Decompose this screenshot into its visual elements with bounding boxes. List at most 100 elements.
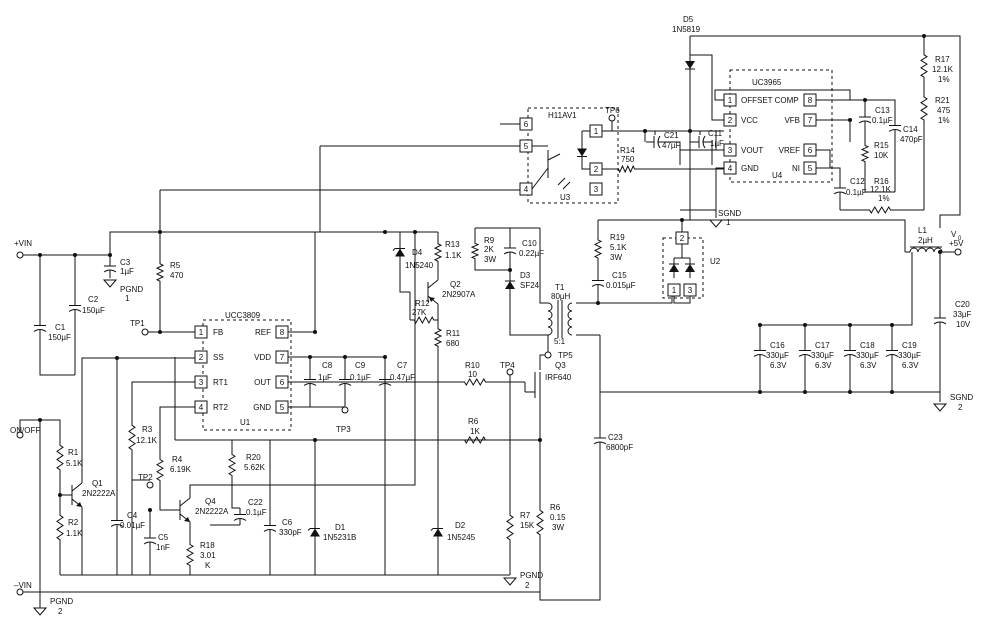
u1-pin-8 <box>275 325 289 339</box>
c2-value: 150µF <box>82 306 105 315</box>
c21-value: 47µF <box>662 141 681 150</box>
wire <box>539 450 601 601</box>
vout-terminal[interactable] <box>954 248 962 256</box>
u4-pin-2 <box>723 113 737 127</box>
junction-dot <box>158 330 162 334</box>
d5-ref: D5 <box>683 15 694 24</box>
junction-dot <box>538 438 542 442</box>
sgnd1-label: SGND <box>718 209 741 218</box>
tp6-testpoint[interactable] <box>608 114 616 122</box>
r14-value: 750 <box>621 155 635 164</box>
diode-triangle <box>669 264 679 272</box>
tp3-testpoint[interactable] <box>341 406 349 414</box>
junction-dot <box>848 118 852 122</box>
junction-dot <box>108 253 112 257</box>
resistor-r7 <box>506 510 514 545</box>
resistor-body <box>410 315 438 325</box>
u4-pin-3-number: 3 <box>728 146 733 155</box>
c3-ground <box>102 279 118 288</box>
r20-value: 5.62K <box>244 463 266 472</box>
r15-ref: R15 <box>874 141 889 150</box>
resistor-r13 <box>433 240 443 265</box>
u3-pin-3-number: 3 <box>594 185 599 194</box>
tp1-testpoint[interactable] <box>141 328 149 336</box>
resistor-body <box>593 236 603 262</box>
c10-value: 0.22µF <box>519 249 544 258</box>
junction-dot <box>313 438 317 442</box>
on-off-label: ON/OFF <box>10 426 40 435</box>
r6b-value2: 3W <box>552 523 564 532</box>
c17-ref: C17 <box>815 341 830 350</box>
u4-pin-6 <box>803 143 817 157</box>
capacitor-c12 <box>833 180 847 200</box>
capacitor-c6 <box>263 515 277 540</box>
c10-ref: C10 <box>522 239 537 248</box>
u2-diode-b <box>685 258 695 278</box>
pgnd2-ground-symbol <box>502 577 518 586</box>
r18-ref: R18 <box>200 541 215 550</box>
u3-ref: U3 <box>560 193 571 202</box>
tp5-testpoint[interactable] <box>544 351 552 359</box>
c19-ref: C19 <box>902 341 917 350</box>
resistor-r6-1k <box>460 436 490 444</box>
primary-coil <box>547 310 553 320</box>
tp2-testpoint[interactable] <box>146 481 154 489</box>
d4-value: 1N5240 <box>405 261 434 270</box>
u4-pin-4 <box>723 161 737 175</box>
u1-pin-6 <box>275 375 289 389</box>
wire <box>816 149 831 169</box>
resistor-r16 <box>865 206 895 214</box>
u4-pin-2-number: 2 <box>728 116 733 125</box>
u1-pin-4 <box>194 400 208 414</box>
resistor-body <box>56 510 64 545</box>
r9-value: 2K <box>484 245 494 254</box>
wire <box>399 265 410 293</box>
q4-value: 2N2222A <box>195 507 229 516</box>
junction-dot <box>343 355 347 359</box>
u4-pin-1-number: 1 <box>728 96 733 105</box>
tp4-testpoint[interactable] <box>506 368 514 376</box>
vin-positive-terminal[interactable] <box>16 251 24 259</box>
u4-pin-8 <box>803 93 817 107</box>
wire <box>850 99 866 108</box>
r13-ref: R13 <box>445 240 460 249</box>
tp1-label: TP1 <box>130 319 145 328</box>
c16-value2: 6.3V <box>770 361 787 370</box>
light-arrow <box>557 177 566 186</box>
vin-negative-terminal[interactable] <box>16 588 24 596</box>
u4-pin-name-5: NI <box>792 164 800 173</box>
resistor-body <box>470 240 480 262</box>
junction-dot <box>922 34 926 38</box>
sgnd1-ground-symbol <box>708 219 724 228</box>
junction-dot <box>38 253 42 257</box>
c8-value: 1µF <box>318 373 332 382</box>
u1-pin-1 <box>194 325 208 339</box>
u1-pin-name-8: REF <box>255 328 271 337</box>
capacitor-c1 <box>33 310 47 345</box>
junction-dot <box>73 253 77 257</box>
c18-ref: C18 <box>860 341 875 350</box>
wire <box>59 475 72 496</box>
t1-ratio: 5:1 <box>554 337 566 346</box>
capacitor-c15 <box>591 270 605 295</box>
wire <box>159 406 195 455</box>
wire <box>864 170 895 193</box>
r13-value: 1.1K <box>445 251 462 260</box>
c12-value: 0.1µF <box>846 188 867 197</box>
u4-name: UC3965 <box>752 78 782 87</box>
transistor-q4 <box>179 497 191 523</box>
r5-value: 470 <box>170 271 184 280</box>
junction-dot <box>308 355 312 359</box>
tp3-label: TP3 <box>336 425 351 434</box>
resistor-body <box>155 260 165 285</box>
r21-ref: R21 <box>935 96 950 105</box>
r17-value: 12.1K <box>932 65 954 74</box>
on-off-terminal[interactable] <box>16 431 24 439</box>
capacitor-c19 <box>885 340 899 365</box>
inductor-coil <box>925 247 935 253</box>
u1-pin-6-number: 6 <box>280 378 285 387</box>
ic-u3-outline <box>527 107 619 204</box>
emitter-arrow <box>429 297 435 302</box>
r18-value2: K <box>205 561 211 570</box>
inductor-l1 <box>909 246 943 253</box>
